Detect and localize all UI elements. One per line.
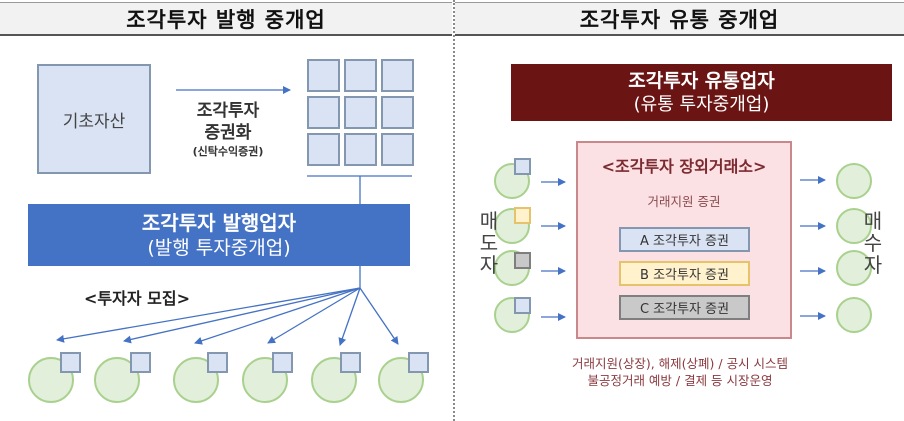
issuer-title: 조각투자 발행업자 — [141, 211, 297, 235]
exchange-functions-line2: 불공정거래 예방 / 결제 등 시장운영 — [587, 373, 773, 388]
securitization-note: (신탁수익증권) — [192, 145, 264, 158]
investor — [28, 352, 81, 404]
fraction-unit — [381, 59, 414, 92]
distribution-section-header: 조각투자 유통 중개업 — [455, 2, 904, 36]
investor — [242, 352, 294, 404]
fraction-unit — [344, 133, 377, 166]
seller-circle-icon — [494, 163, 530, 199]
exchange-functions-note: 거래지원(상장), 해제(상폐) / 공시 시스템 불공정거래 예방 / 결제 … — [520, 355, 840, 389]
securitization-label: 조각투자 증권화 (신탁수익증권) — [168, 100, 288, 160]
sellers-label: 매 도 자 — [478, 210, 500, 276]
token-square-icon — [60, 352, 81, 373]
buyer-circle-icon — [836, 208, 872, 244]
token-square-icon — [130, 352, 151, 373]
token-square-icon — [408, 352, 429, 373]
security-c: C 조각투자 증권 — [619, 295, 750, 320]
issuance-section-header: 조각투자 발행 중개업 — [0, 2, 452, 36]
distributor-subtitle: (유통 투자중개업) — [633, 94, 770, 115]
security-b: B 조각투자 증권 — [619, 261, 750, 286]
distributor-banner: 조각투자 유통업자 (유통 투자중개업) — [511, 64, 892, 121]
seller-token-icon — [514, 252, 531, 269]
exchange-functions-line1: 거래지원(상장), 해제(상폐) / 공시 시스템 — [571, 356, 789, 371]
seller-circle-icon — [494, 297, 530, 333]
distributor-title: 조각투자 유통업자 — [628, 70, 775, 92]
seller-token-icon — [514, 207, 531, 224]
fraction-unit — [381, 96, 414, 129]
investor — [173, 352, 228, 404]
fraction-unit — [344, 59, 377, 92]
buyers-char: 수 — [863, 231, 883, 255]
investor — [378, 352, 430, 404]
sellers-char: 도 — [479, 231, 499, 255]
seller-token-icon — [514, 297, 531, 314]
security-b-label: B 조각투자 증권 — [640, 268, 729, 283]
underlying-asset-box: 기초자산 — [37, 64, 151, 174]
issuer-subtitle: (발행 투자중개업) — [147, 237, 291, 259]
seller-token-icon — [514, 158, 531, 175]
exchange-subtitle: 거래지원 증권 — [647, 194, 721, 209]
security-a: A 조각투자 증권 — [619, 227, 750, 252]
fraction-unit — [307, 96, 340, 129]
exchange-title: <조각투자 장외거래소> — [601, 157, 767, 176]
buyers-label: 매 수 자 — [862, 210, 884, 276]
issuer-banner: 조각투자 발행업자 (발행 투자중개업) — [28, 204, 410, 266]
token-square-icon — [272, 352, 293, 373]
buyers-char: 자 — [863, 253, 883, 277]
sellers-char: 매 — [479, 209, 499, 233]
distribution-header-text: 조각투자 유통 중개업 — [579, 7, 780, 32]
buyer-circle-icon — [836, 163, 872, 199]
buyers-char: 매 — [863, 209, 883, 233]
underlying-asset-label: 기초자산 — [62, 111, 126, 132]
security-c-label: C 조각투자 증권 — [639, 302, 730, 317]
securitization-line2: 증권화 — [204, 123, 252, 143]
fraction-unit — [344, 96, 377, 129]
buyer-circle-icon — [836, 297, 872, 333]
security-a-label: A 조각투자 증권 — [640, 234, 729, 249]
fraction-unit — [307, 59, 340, 92]
fraction-unit — [307, 133, 340, 166]
investor — [94, 352, 151, 404]
investor-circle-icon — [242, 357, 288, 403]
section-divider — [453, 0, 455, 421]
sellers-char: 자 — [479, 253, 499, 277]
fractional-units-grid — [307, 59, 415, 167]
buyer-circle-icon — [836, 250, 872, 286]
investor — [311, 352, 363, 404]
issuance-header-text: 조각투자 발행 중개업 — [126, 7, 326, 32]
token-square-icon — [207, 352, 228, 373]
securitization-line1: 조각투자 — [196, 101, 260, 121]
token-square-icon — [340, 352, 361, 373]
fraction-unit — [381, 133, 414, 166]
investor-recruit-label: <투자자 모집> — [84, 289, 190, 308]
